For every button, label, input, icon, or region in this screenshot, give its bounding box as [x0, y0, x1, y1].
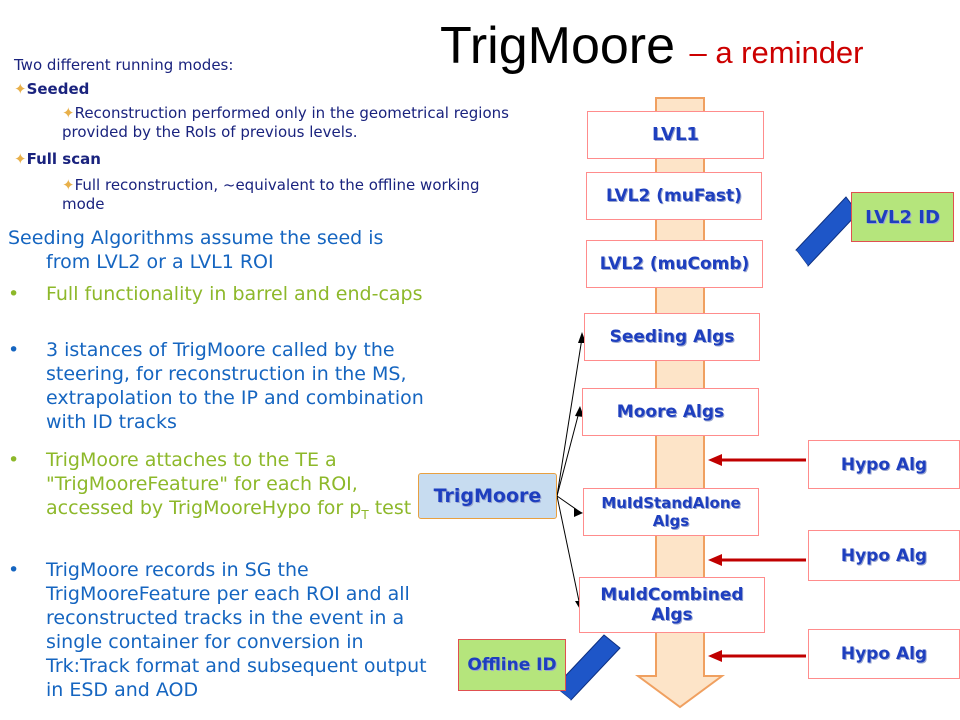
bullet-4-tail: test [368, 497, 412, 519]
bullet-1-text: Seeding Algorithms assume the seed is fr… [8, 227, 384, 273]
star-icon: ✦ [14, 150, 27, 168]
fan-lines [556, 337, 583, 607]
lvl2-id-pointer [795, 196, 859, 267]
bullet-5: • TrigMoore records in SG the TrigMooreF… [8, 559, 427, 701]
box-lvl2-mucomb: LVL2 (muComb) [586, 240, 763, 288]
bullet-2: • Full functionality in barrel and end-c… [8, 283, 423, 305]
star-icon: ✦ [62, 176, 75, 194]
title-main: TrigMoore [440, 17, 676, 75]
bullet-3: • 3 istances of TrigMoore called by the … [8, 339, 424, 433]
mode-fullscan: ✦Full scan [14, 150, 101, 168]
bullet-4: • TrigMoore attaches to the TE a "TrigMo… [8, 449, 412, 522]
box-lvl1: LVL1 [587, 111, 764, 159]
trigmoore-box: TrigMoore [418, 473, 557, 519]
mode-fullscan-desc-text: Full reconstruction, ~equivalent to the … [62, 176, 480, 213]
mode-seeded-desc-text: Reconstruction performed only in the geo… [62, 104, 509, 141]
hypo-alg-1: Hypo Alg [808, 440, 960, 489]
red-arrows [708, 454, 806, 662]
box-muidcombined-algs: MuIdCombined Algs [579, 577, 765, 633]
box-muidstandalone-algs: MuIdStandAlone Algs [583, 488, 759, 536]
bullet-5-text: TrigMoore records in SG the TrigMooreFea… [46, 559, 427, 701]
bullet-4-text: TrigMoore attaches to the TE a "TrigMoor… [46, 449, 362, 519]
title-sub: – a reminder [689, 35, 864, 70]
mode-seeded-desc: ✦Reconstruction performed only in the ge… [62, 104, 552, 142]
mode-fullscan-desc: ✦Full reconstruction, ~equivalent to the… [62, 176, 522, 214]
bullet-2-text: Full functionality in barrel and end-cap… [46, 283, 423, 305]
box-seeding-algs: Seeding Algs [584, 313, 760, 361]
star-icon: ✦ [62, 104, 75, 122]
hypo-alg-2: Hypo Alg [808, 530, 960, 581]
bullet-4-sub: T [361, 507, 369, 522]
hypo-alg-3: Hypo Alg [808, 629, 960, 679]
box-lvl2-mufast: LVL2 (muFast) [586, 172, 762, 220]
mode-seeded-label: Seeded [26, 80, 90, 98]
modes-intro: Two different running modes: [14, 56, 234, 74]
bullet-1: Seeding Algorithms assume the seed is fr… [8, 226, 428, 274]
page-title: TrigMoore – a reminder [440, 17, 864, 75]
mode-seeded: ✦Seeded [14, 80, 89, 98]
mode-fullscan-label: Full scan [26, 150, 101, 168]
star-icon: ✦ [14, 80, 27, 98]
fan-arrowheads [574, 332, 586, 611]
lvl2-id-box: LVL2 ID [851, 192, 954, 242]
bullet-3-text: 3 istances of TrigMoore called by the st… [46, 339, 424, 433]
offline-id-box: Offline ID [458, 639, 566, 691]
box-moore-algs: Moore Algs [582, 388, 759, 436]
